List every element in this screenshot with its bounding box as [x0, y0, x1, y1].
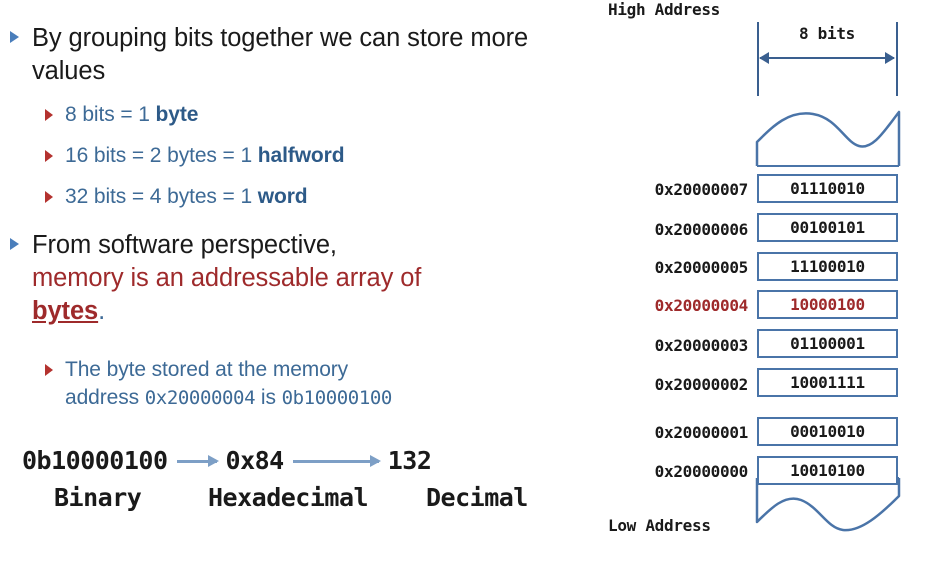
memory-address-label: 0x20000000: [654, 462, 749, 481]
memory-address-label: 0x20000002: [654, 375, 749, 394]
triangle-bullet-icon: [45, 191, 53, 203]
byte-stored-line1: The byte stored at the memory: [65, 358, 349, 381]
byte-stored-line2-pre: address: [65, 386, 145, 409]
memory-cell[interactable]: 00100101: [757, 213, 898, 242]
bullet-grouping-bits-label: By grouping bits together we can store m…: [32, 24, 529, 85]
bullet-grouping-bits: By grouping bits together we can store m…: [10, 22, 570, 88]
memory-high-address-label: High Address: [608, 0, 720, 19]
conversion-labels-row: Binary Hexadecimal Decimal: [22, 483, 562, 517]
conversion-values-row: 0b10000100 0x84 132: [22, 443, 562, 477]
conversion-label-hexadecimal: Hexadecimal: [208, 483, 369, 512]
bullet-byte-stored-label: The byte stored at the memory address 0x…: [65, 356, 392, 412]
bullet-32-bits-prefix: 32 bits = 4 bytes = 1: [65, 185, 258, 208]
software-perspective-period: .: [98, 297, 106, 325]
memory-address-label-highlighted: 0x20000004: [654, 296, 749, 315]
memory-cell[interactable]: 01100001: [757, 329, 898, 358]
bullet-32-bits: 32 bits = 4 bytes = 1 word: [45, 183, 585, 211]
bullet-software-perspective: From software perspective, memory is an …: [10, 229, 570, 328]
triangle-bullet-icon: [10, 31, 19, 43]
byte-stored-address: 0x20000004: [144, 387, 256, 409]
triangle-bullet-icon: [45, 150, 53, 162]
conversion-label-decimal: Decimal: [426, 483, 528, 512]
software-perspective-line1: From software perspective,: [32, 231, 337, 259]
memory-cell-highlighted[interactable]: 10000100: [757, 290, 898, 319]
conversion-decimal-value: 132: [387, 445, 432, 475]
conversion-hex-value: 0x84: [225, 445, 285, 475]
memory-cell[interactable]: 10010100: [757, 456, 898, 485]
memory-cell[interactable]: 01110010: [757, 174, 898, 203]
byte-stored-binary-value: 0b10000100: [281, 387, 393, 409]
memory-cell[interactable]: 00010010: [757, 417, 898, 446]
arrow-hex-to-decimal-icon: [292, 454, 381, 467]
memory-torn-bottom-icon: [755, 477, 901, 532]
bullet-8-bits-term: byte: [155, 103, 199, 126]
conversion-label-binary: Binary: [54, 483, 142, 512]
triangle-bullet-icon: [45, 109, 53, 121]
bullet-16-bits-label: 16 bits = 2 bytes = 1 halfword: [65, 142, 345, 170]
memory-address-label: 0x20000006: [654, 220, 749, 239]
software-perspective-line2: memory is an addressable array of: [32, 264, 422, 292]
bullet-16-bits-term: halfword: [257, 144, 345, 167]
bullet-8-bits-label: 8 bits = 1 byte: [65, 101, 198, 129]
bytes-emphasis: bytes: [32, 297, 99, 325]
bullet-16-bits-prefix: 16 bits = 2 bytes = 1: [65, 144, 258, 167]
number-base-conversion: 0b10000100 0x84 132 Binary Hexadecimal D…: [22, 443, 562, 523]
bullet-16-bits: 16 bits = 2 bytes = 1 halfword: [45, 142, 585, 170]
bullet-software-perspective-label: From software perspective, memory is an …: [32, 229, 421, 328]
dimension-tick-left-icon: [757, 22, 759, 96]
conversion-binary-value: 0b10000100: [22, 445, 168, 475]
byte-stored-line2-mid: is: [255, 386, 282, 409]
bullet-8-bits-prefix: 8 bits = 1: [65, 103, 156, 126]
memory-address-label: 0x20000005: [654, 258, 749, 277]
memory-address-label: 0x20000007: [654, 180, 749, 199]
memory-address-label: 0x20000001: [654, 423, 749, 442]
memory-low-address-label: Low Address: [608, 516, 711, 535]
memory-address-label: 0x20000003: [654, 336, 749, 355]
dimension-tick-right-icon: [896, 22, 898, 96]
triangle-bullet-icon: [10, 238, 19, 250]
memory-diagram: 8 bits High Address Low Address 0x200000…: [600, 0, 946, 566]
bullet-32-bits-term: word: [257, 185, 308, 208]
bullet-byte-stored: The byte stored at the memory address 0x…: [45, 356, 585, 412]
bullet-32-bits-label: 32 bits = 4 bytes = 1 word: [65, 183, 308, 211]
memory-cell[interactable]: 10001111: [757, 368, 898, 397]
memory-width-label: 8 bits: [799, 24, 855, 43]
memory-cell[interactable]: 11100010: [757, 252, 898, 281]
memory-torn-top-icon: [755, 110, 901, 167]
dimension-arrow-icon: [759, 52, 895, 64]
triangle-bullet-icon: [45, 364, 53, 376]
bullet-8-bits: 8 bits = 1 byte: [45, 101, 585, 129]
arrow-binary-to-hex-icon: [176, 454, 219, 467]
slide-text-column: By grouping bits together we can store m…: [10, 22, 585, 523]
